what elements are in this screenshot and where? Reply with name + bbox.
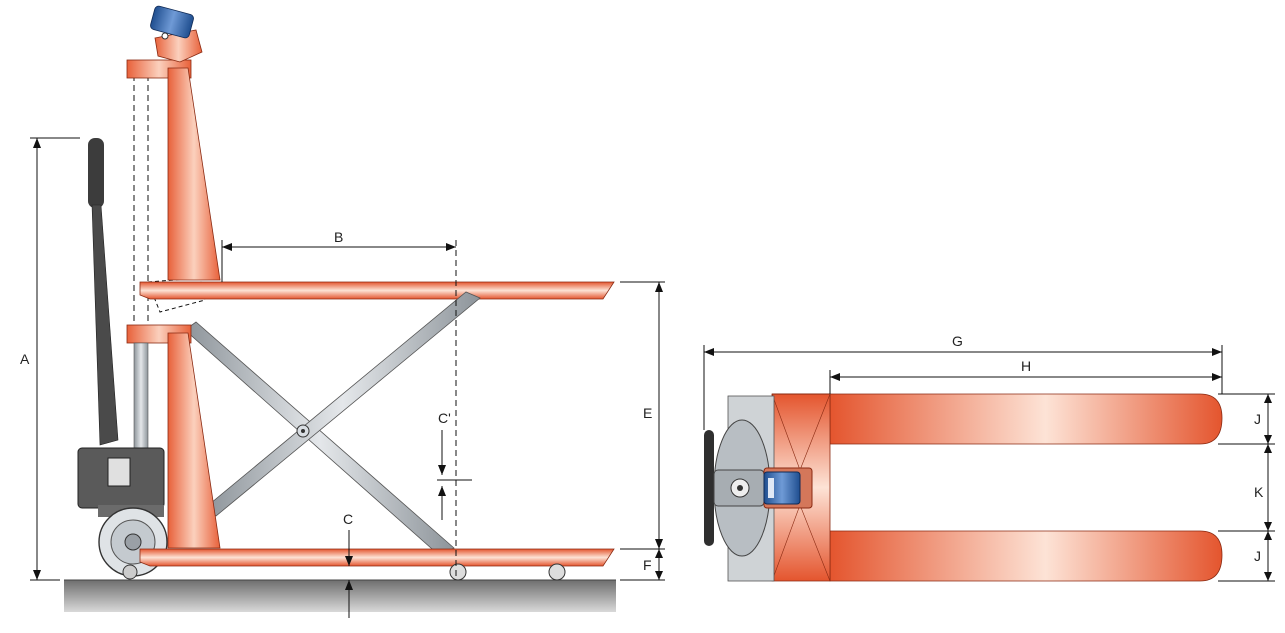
upper-mast [126,59,221,281]
tiller-handle [88,138,119,446]
upper-fork-platform [139,281,615,300]
dim-label-J-bottom: J [1254,548,1261,564]
pump-head [150,5,203,63]
dimension-C1: C' [437,410,472,520]
dimension-H: H [829,358,1222,394]
dim-label-G: G [952,333,963,349]
top-fork-upper [829,393,1223,445]
dim-label-J-top: J [1254,411,1261,427]
dimension-A: A [20,137,80,581]
dimension-F: F [620,549,665,581]
dim-label-C: C [343,511,353,527]
dim-label-H: H [1021,358,1031,374]
dimension-G: G [703,333,1223,430]
top-fork-lower [829,530,1223,582]
dim-label-E: E [643,405,652,421]
dimension-B: B [221,229,457,580]
top-view: G H J K J [703,333,1275,582]
dim-label-A: A [20,351,30,367]
load-rollers [122,563,566,581]
side-view: A B C' C [20,5,665,618]
scissor-linkage [184,291,481,557]
lower-fork [139,548,615,567]
pump-unit [77,447,165,517]
dim-label-F: F [643,557,652,573]
dim-label-K: K [1254,484,1264,500]
dim-label-B: B [334,229,343,245]
dimension-C: C [343,511,353,618]
top-pump-unit [763,467,813,509]
lower-mast [126,324,221,549]
dim-label-C1: C' [438,410,451,426]
dimension-JKJ: J K J [1218,393,1275,582]
dimension-E: E [620,281,665,550]
floor [64,580,616,612]
